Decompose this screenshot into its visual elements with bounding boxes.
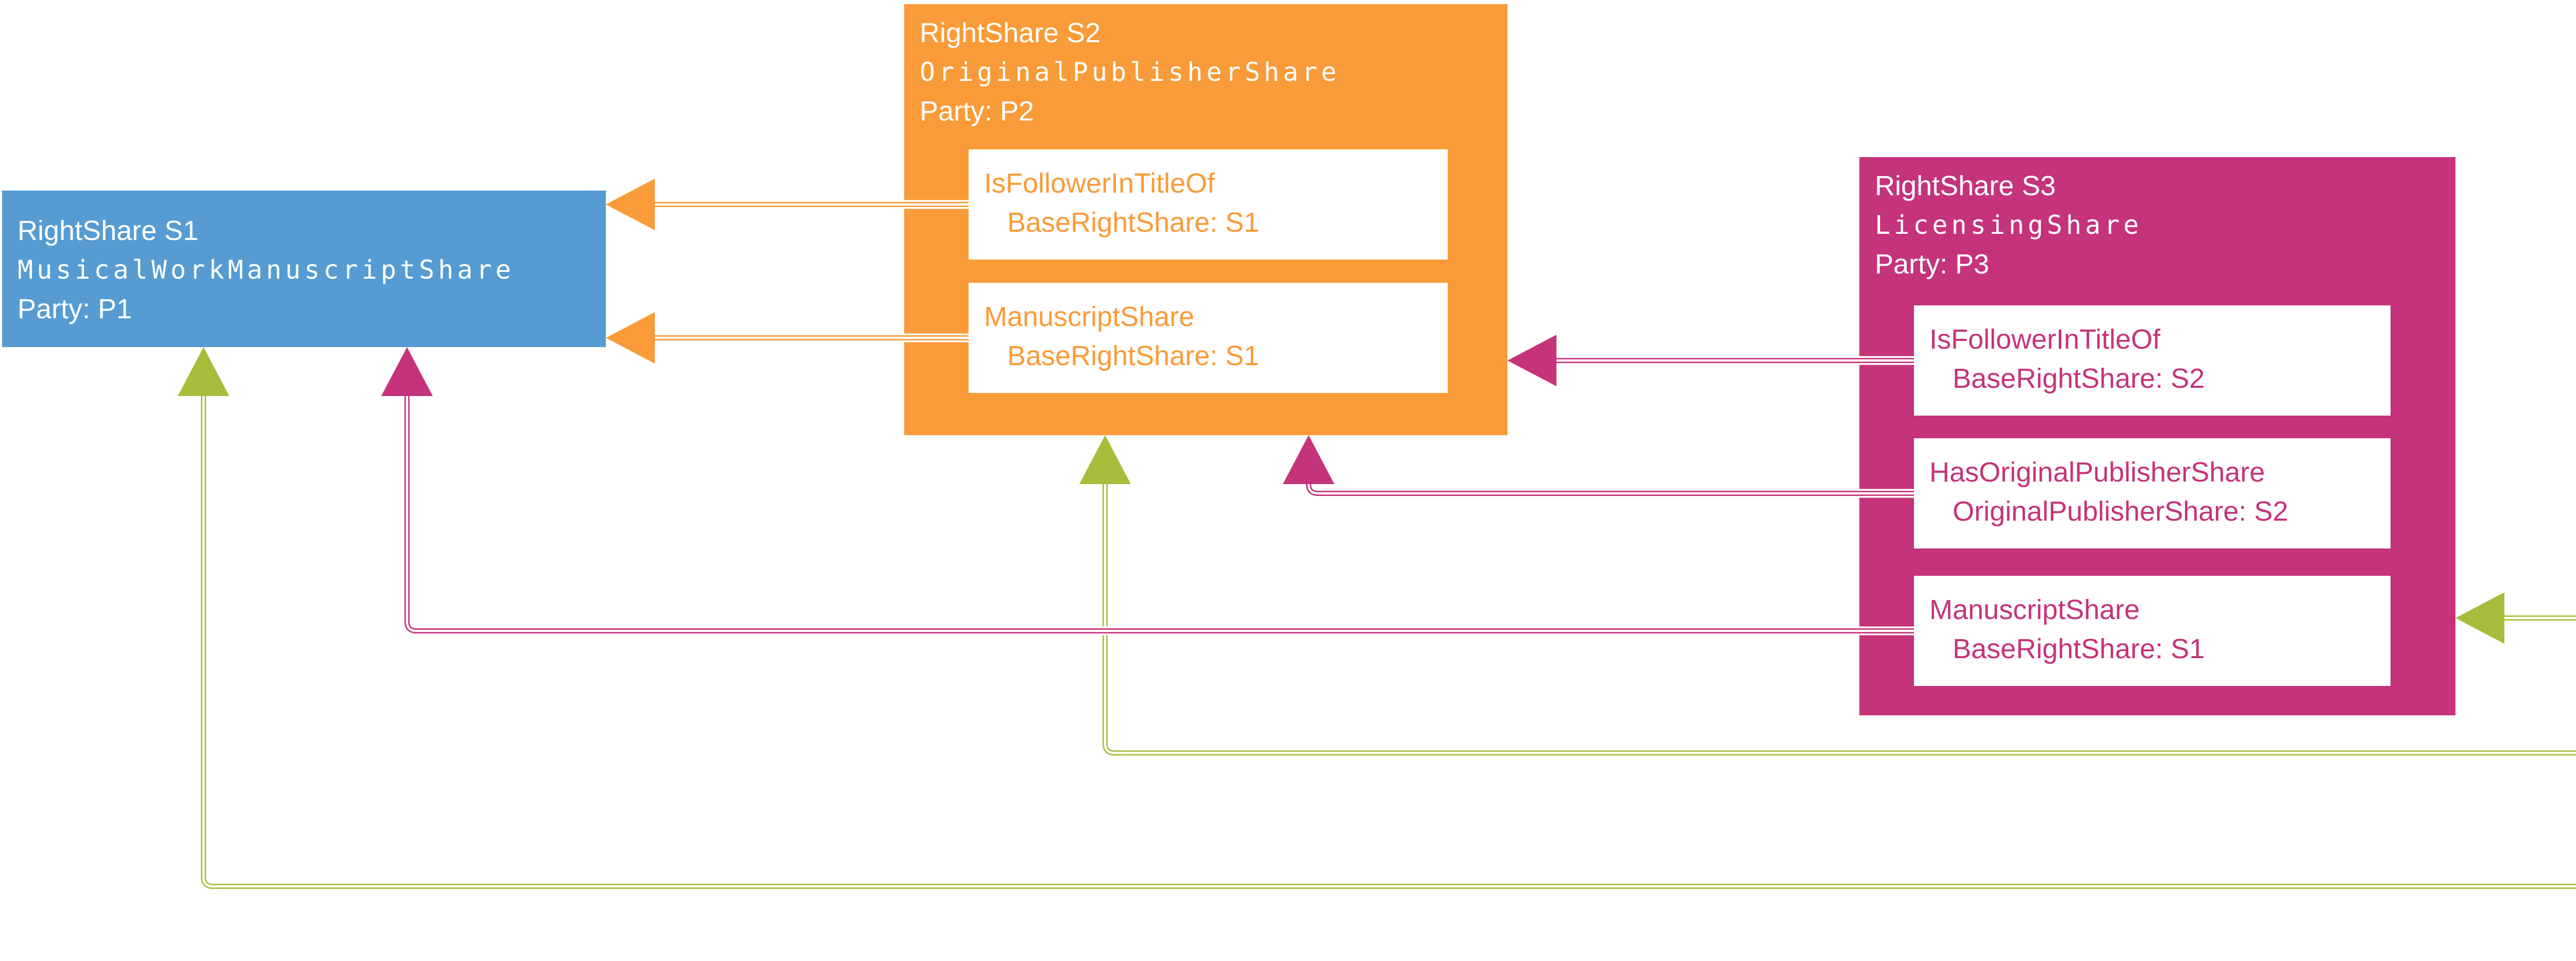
subbox-detail: BaseRightShare: S1 bbox=[1007, 340, 1260, 371]
edge-s4-isfollowerintitleof-to-s3 bbox=[2455, 592, 2576, 644]
s1-party: Party: P1 bbox=[18, 294, 132, 324]
s1-title: RightShare S1 bbox=[18, 215, 199, 246]
edge-s3-hasoriginalpublishershare-to-s2 bbox=[1283, 435, 1914, 493]
s2-party: Party: P2 bbox=[920, 96, 1035, 127]
s2-subbox-isfollowerintitleof: IsFollowerInTitleOf BaseRightShare: S1 bbox=[969, 149, 1448, 260]
arrowhead-up-s4-to-s2 bbox=[1079, 435, 1131, 484]
s2-title: RightShare S2 bbox=[920, 18, 1101, 48]
subbox-detail: OriginalPublisherShare: S2 bbox=[1953, 496, 2289, 527]
s3-subbox-isfollowerintitleof: IsFollowerInTitleOf BaseRightShare: S2 bbox=[1914, 305, 2391, 416]
edge-s3-isfollowerintitleof-to-s2 bbox=[1507, 335, 1914, 386]
rightshare-s1-box: RightShare S1 MusicalWorkManuscriptShare… bbox=[2, 191, 606, 347]
arrowhead-left-s2-to-s1-top bbox=[606, 179, 655, 230]
arrowhead-left-s3-to-s2 bbox=[1507, 335, 1556, 386]
s3-party: Party: P3 bbox=[1875, 249, 1990, 280]
arrowhead-up-s3-to-s1 bbox=[381, 347, 433, 396]
s1-type: MusicalWorkManuscriptShare bbox=[18, 255, 515, 285]
subbox-detail: BaseRightShare: S1 bbox=[1953, 633, 2205, 664]
subbox-detail: BaseRightShare: S2 bbox=[1953, 363, 2205, 394]
s3-type: LicensingShare bbox=[1875, 210, 2143, 240]
s3-subbox-manuscriptshare: ManuscriptShare BaseRightShare: S1 bbox=[1914, 576, 2391, 686]
s3-subbox-hasoriginalpublishershare: HasOriginalPublisherShare OriginalPublis… bbox=[1914, 438, 2391, 548]
subbox-detail: BaseRightShare: S1 bbox=[1007, 207, 1260, 238]
s2-subbox-manuscriptshare: ManuscriptShare BaseRightShare: S1 bbox=[969, 283, 1448, 393]
subbox-label: ManuscriptShare bbox=[1929, 594, 2140, 625]
arrowhead-up-s3-to-s2 bbox=[1283, 435, 1334, 484]
s3-title: RightShare S3 bbox=[1875, 170, 2056, 201]
s2-type: OriginalPublisherShare bbox=[920, 57, 1341, 87]
subbox-label: IsFollowerInTitleOf bbox=[984, 168, 1215, 199]
arrowhead-left-s2-to-s1-bottom bbox=[606, 312, 655, 364]
subbox-label: ManuscriptShare bbox=[984, 301, 1195, 332]
arrowhead-left-s4-to-s3 bbox=[2455, 592, 2504, 644]
subbox-label: IsFollowerInTitleOf bbox=[1929, 324, 2161, 355]
arrowhead-up-s4-to-s1 bbox=[178, 347, 229, 396]
rightshare-s2-box: RightShare S2 OriginalPublisherShare Par… bbox=[904, 4, 1507, 435]
rightshare-s3-box: RightShare S3 LicensingShare Party: P3 I… bbox=[1859, 157, 2455, 715]
subbox-label: HasOriginalPublisherShare bbox=[1929, 457, 2265, 488]
